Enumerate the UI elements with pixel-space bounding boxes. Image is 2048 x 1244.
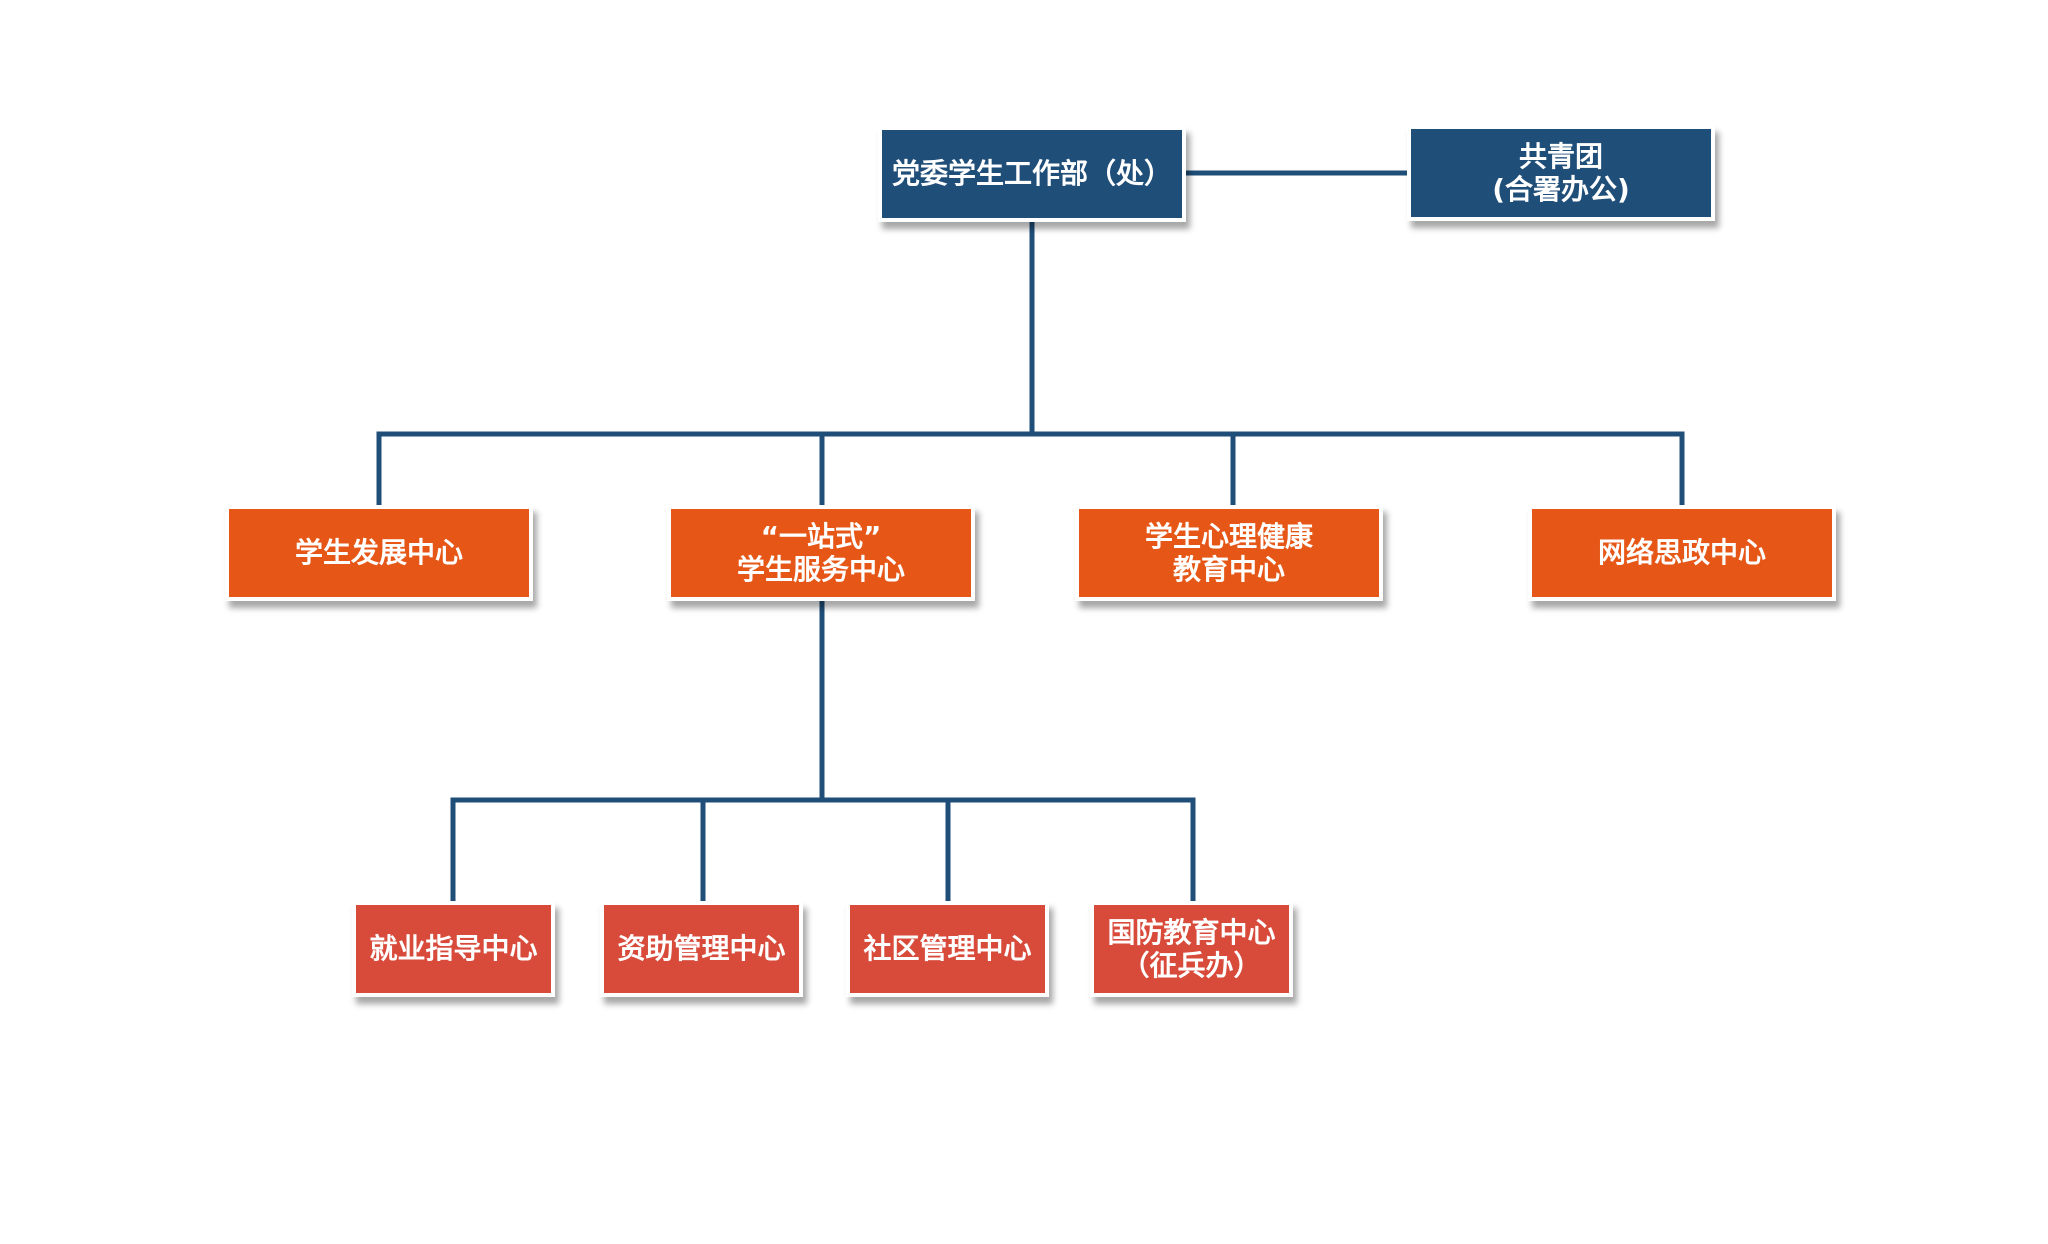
node-community-management-center: 社区管理中心: [846, 901, 1049, 997]
node-student-affairs-dept: 党委学生工作部（处）: [878, 126, 1186, 222]
node-label: 教育中心: [1172, 553, 1285, 586]
node-student-development-center: 学生发展中心: [225, 505, 533, 601]
node-label-note: (合署办公): [1492, 173, 1630, 206]
node-label: 党委学生工作部（处）: [891, 157, 1172, 191]
node-label: 学生心理健康: [1144, 519, 1313, 553]
node-label: 社区管理中心: [863, 932, 1032, 966]
node-label: 国防教育中心: [1107, 915, 1276, 949]
node-employment-guidance-center: 就业指导中心: [352, 901, 555, 997]
node-label: 就业指导中心: [369, 932, 538, 966]
node-label: 学生发展中心: [294, 536, 463, 570]
node-label: 学生服务中心: [736, 553, 905, 586]
node-one-stop-service-center: “一站式” 学生服务中心: [667, 505, 975, 601]
node-financial-aid-center: 资助管理中心: [600, 901, 803, 997]
node-label: 共青团: [1518, 139, 1603, 173]
node-national-defense-center: 国防教育中心 （征兵办）: [1090, 901, 1293, 997]
node-youth-league: 共青团 (合署办公): [1407, 125, 1715, 221]
node-label-note: （征兵办）: [1121, 949, 1262, 982]
node-mental-health-center: 学生心理健康 教育中心: [1075, 505, 1383, 601]
node-label: 网络思政中心: [1597, 536, 1766, 570]
node-online-ideology-center: 网络思政中心: [1528, 505, 1836, 601]
node-label: “一站式”: [760, 519, 882, 553]
node-label: 资助管理中心: [617, 932, 786, 966]
